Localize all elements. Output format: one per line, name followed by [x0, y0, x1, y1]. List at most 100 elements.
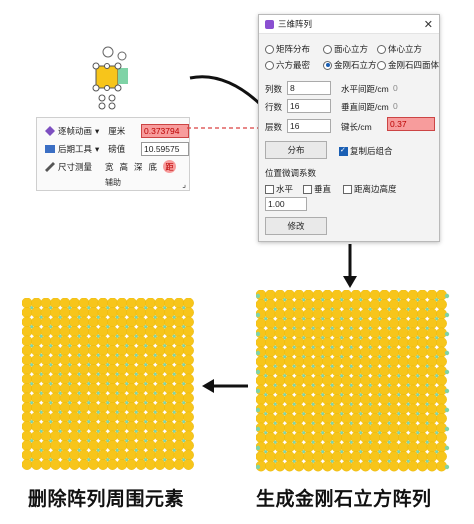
close-icon[interactable]: ✕	[423, 19, 433, 31]
coef-spinner[interactable]: 1.00	[265, 197, 307, 211]
post-tools-row[interactable]: 后期工具 ▾ 磅值	[45, 142, 125, 156]
lattice-bond	[49, 325, 53, 329]
lattice-bond	[77, 429, 81, 433]
lattice-bond	[378, 393, 382, 397]
lattice-bond	[87, 344, 91, 348]
h-spacing-value[interactable]: 0	[393, 83, 398, 93]
distribute-button[interactable]: 分布	[265, 141, 327, 159]
lattice-atom	[379, 403, 390, 415]
lattice-atom	[126, 459, 137, 470]
lattice-atom	[407, 375, 419, 386]
vertical-checkbox[interactable]: 垂直	[303, 183, 331, 195]
lattice-atom	[436, 432, 447, 443]
lattice-bond	[435, 450, 439, 454]
edge-atom	[444, 464, 450, 470]
rows-input[interactable]: 8	[287, 81, 331, 95]
lattice-bond	[292, 421, 296, 425]
app-icon	[265, 19, 274, 29]
lattice-atom	[436, 318, 447, 329]
lattice-bond	[134, 410, 138, 414]
lattice-bond	[106, 382, 110, 386]
lattice-bond	[106, 344, 110, 348]
rotate-handle-icon	[102, 46, 114, 58]
horizontal-checkbox[interactable]: 水平	[265, 183, 293, 195]
lattice-bond	[397, 450, 401, 454]
selected-unit-cell[interactable]	[88, 42, 148, 112]
lattice-atom	[164, 392, 175, 404]
measure-row: 尺寸测量	[45, 160, 92, 174]
lattice-bond	[292, 440, 296, 444]
frame-anim-row[interactable]: 逐帧动画 ▾ 厘米	[45, 124, 125, 138]
lattice-bond	[302, 412, 306, 416]
lattice-atom	[265, 422, 276, 434]
layers-input[interactable]: 16	[287, 119, 331, 133]
lattice-bond	[134, 429, 138, 433]
lattice-bond	[359, 317, 363, 321]
lattice-atom	[407, 394, 419, 405]
lattice-atom	[135, 364, 147, 375]
lattice-bond	[330, 440, 334, 444]
lattice-atom	[31, 373, 42, 385]
lattice-atom	[303, 327, 314, 339]
lattice-atom	[388, 394, 400, 405]
lattice-atom	[274, 375, 286, 386]
lattice-atom	[59, 383, 71, 394]
edge-height-checkbox[interactable]: 距离边高度	[343, 183, 397, 195]
lattice-atom	[341, 441, 352, 453]
lattice-atom	[256, 318, 267, 329]
coef-label: 位置微调系数	[265, 168, 317, 178]
radio-bcc[interactable]: 体心立方	[377, 43, 422, 55]
lattice-atom	[407, 356, 419, 367]
cm-value-field[interactable]: 0.373794	[141, 124, 189, 138]
lattice-atom	[436, 337, 447, 348]
lattice-bond	[49, 382, 53, 386]
lattice-atom	[88, 354, 99, 366]
lattice-bond	[77, 315, 81, 319]
radio-fcc[interactable]: 面心立方	[323, 43, 368, 55]
v-spacing-value[interactable]: 0	[393, 101, 398, 111]
lattice-bond	[368, 421, 372, 425]
measure-bottom-button[interactable]: 底	[148, 161, 158, 172]
radio-hcp[interactable]: 六方最密	[265, 59, 310, 71]
lattice-atom	[126, 354, 137, 366]
measure-width-button[interactable]: 宽	[105, 161, 114, 172]
lattice-atom	[78, 459, 90, 470]
radio-diamond-tetra[interactable]: 金刚石四面体	[377, 59, 439, 71]
lattice-bond	[172, 334, 176, 338]
lattice-bond	[87, 439, 91, 443]
lattice-bond	[311, 326, 315, 330]
lattice-bond	[87, 382, 91, 386]
measure-depth-button[interactable]: 深	[134, 161, 143, 172]
lattice-atom	[312, 413, 324, 424]
lattice-atom	[256, 337, 267, 348]
chevron-down-icon[interactable]: ▾	[95, 143, 100, 154]
left-arrow	[202, 379, 248, 393]
lattice-atom	[407, 460, 419, 472]
lattice-atom	[303, 460, 314, 472]
lattice-bond	[340, 431, 344, 435]
lattice-atom	[369, 337, 381, 348]
lattice-atom	[31, 354, 42, 366]
bond-length-input[interactable]: 0.37	[387, 117, 435, 131]
lattice-atom	[436, 451, 447, 462]
lattice-atom	[312, 432, 324, 443]
lattice-bond	[125, 325, 129, 329]
lattice-atom	[145, 335, 156, 347]
cols-input[interactable]: 16	[287, 99, 331, 113]
pt-value-field[interactable]: 10.59575	[141, 142, 189, 156]
lattice-atom	[78, 421, 90, 432]
radio-matrix[interactable]: 矩阵分布	[265, 43, 310, 55]
radio-diamond-cubic[interactable]: 金刚石立方	[323, 59, 377, 71]
measure-distance-button[interactable]: 距	[163, 160, 177, 173]
chevron-down-icon[interactable]: ▾	[95, 125, 100, 136]
lattice-bond	[378, 336, 382, 340]
lattice-bond	[406, 345, 410, 349]
lattice-bond	[330, 364, 334, 368]
measure-height-button[interactable]: 高	[119, 161, 129, 172]
lattice-bond	[387, 364, 391, 368]
lattice-bond	[30, 306, 34, 310]
copy-group-checkbox[interactable]: 复制后组合	[339, 145, 393, 157]
dialog-launcher-icon[interactable]: ⌟	[182, 180, 186, 189]
modify-button[interactable]: 修改	[265, 217, 327, 235]
lattice-bond	[321, 431, 325, 435]
